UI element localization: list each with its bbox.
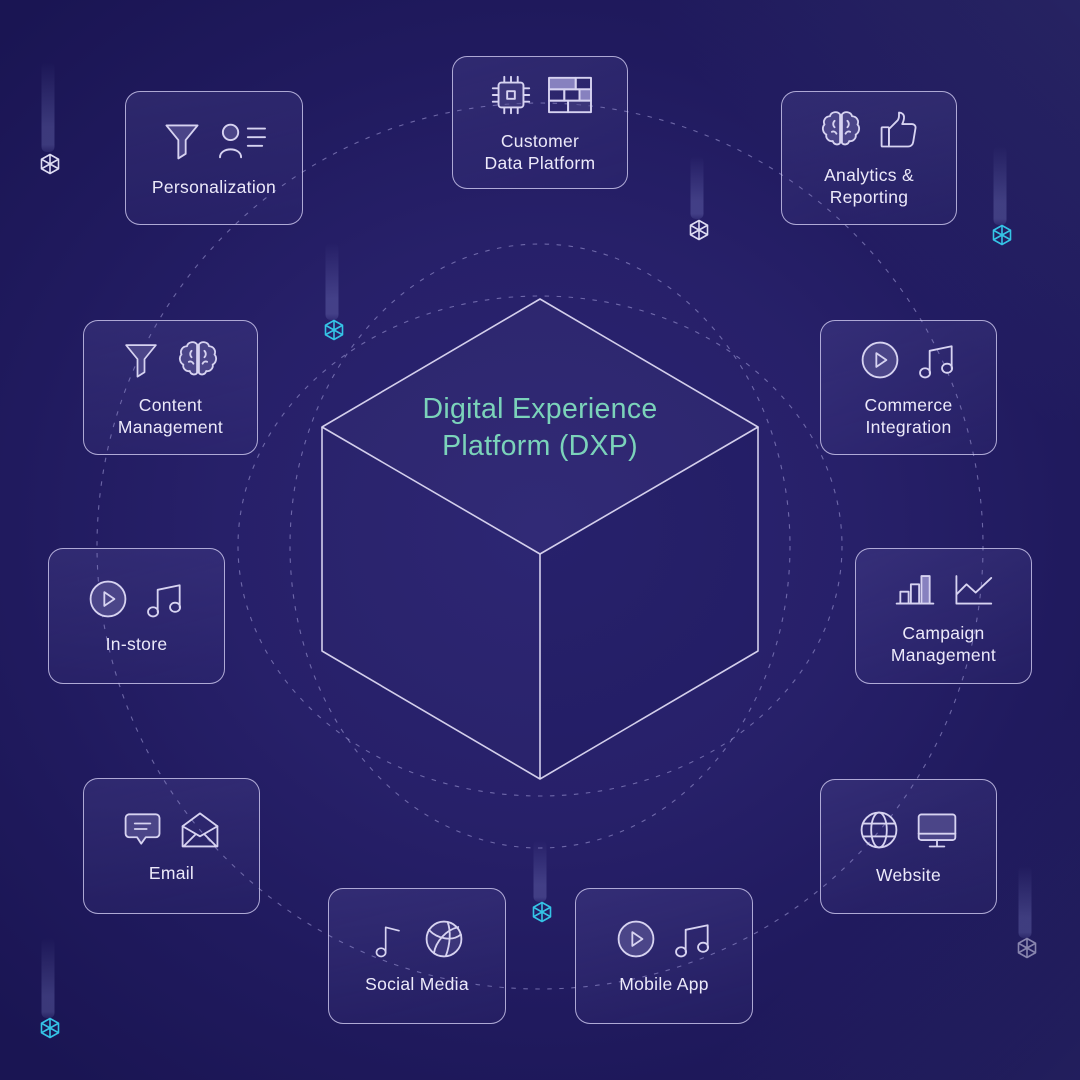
mini-cube-teal-icon — [324, 319, 344, 341]
brain-icon — [178, 340, 218, 375]
icon-row — [86, 577, 187, 621]
card-commerce-integration: Commerce Integration — [820, 320, 997, 455]
icon-row — [893, 566, 994, 610]
icon-row — [857, 808, 960, 852]
open-envelope-icon — [181, 812, 219, 848]
card-label: Social Media — [365, 974, 469, 994]
mini-cube-teal-icon — [532, 901, 552, 923]
icon-row — [488, 72, 593, 118]
icon-row — [858, 338, 959, 382]
cpu-chip-icon — [491, 75, 530, 114]
icon-row — [614, 917, 715, 961]
card-campaign-management: Campaign Management — [855, 548, 1032, 684]
card-label: Personalization — [151, 177, 277, 197]
card-analytics-reporting: Analytics & Reporting — [781, 91, 957, 225]
line-chart-icon — [955, 575, 993, 605]
card-customer-data-platform: Customer Data Platform — [452, 56, 628, 189]
card-email: Email — [83, 778, 260, 914]
music-notes-icon — [919, 344, 954, 378]
bar-chart-icon — [895, 575, 935, 605]
card-in-store: In-store — [48, 548, 225, 684]
play-circle-icon — [89, 580, 127, 618]
icon-row — [160, 118, 269, 164]
card-label: Website — [876, 864, 941, 885]
light-streaks — [41, 62, 1032, 1018]
mini-cube-icon — [40, 153, 60, 175]
thumbs-up-icon — [880, 111, 916, 148]
card-social-media: Social Media — [328, 888, 506, 1024]
card-website: Website — [820, 779, 997, 914]
card-label: Analytics & Reporting — [824, 165, 914, 207]
sphere-icon — [425, 920, 462, 958]
music-notes-icon — [674, 924, 709, 958]
globe-icon — [860, 811, 898, 848]
icon-row — [121, 808, 222, 850]
bricks-layout-icon — [547, 76, 592, 113]
chat-bubble-icon — [124, 813, 161, 845]
mini-cube-icon — [1017, 937, 1037, 959]
central-cube — [321, 298, 759, 780]
card-label: Email — [148, 863, 195, 883]
brain-icon — [821, 111, 860, 146]
card-label: Customer Data Platform — [484, 130, 596, 173]
play-circle-icon — [861, 341, 899, 378]
icon-row — [818, 108, 921, 152]
mini-cube-teal-icon — [40, 1017, 60, 1039]
icon-row — [369, 917, 466, 961]
music-notes-icon — [147, 584, 182, 618]
music-note-icon — [375, 926, 400, 958]
card-personalization: Personalization — [125, 91, 303, 225]
mini-cube-icon — [689, 219, 709, 241]
card-label: Content Management — [117, 394, 224, 437]
card-label: Campaign Management — [890, 623, 997, 665]
funnel-icon — [125, 343, 157, 377]
icon-row — [120, 338, 221, 382]
card-label: Commerce Integration — [864, 394, 953, 437]
card-label: In-store — [105, 634, 168, 654]
funnel-icon — [165, 124, 198, 160]
card-content-management: Content Management — [83, 320, 258, 455]
user-profile-lines-icon — [218, 123, 266, 159]
card-mobile-app: Mobile App — [575, 888, 753, 1024]
card-label: Mobile App — [619, 974, 709, 994]
monitor-icon — [917, 813, 957, 847]
play-circle-icon — [617, 920, 654, 958]
center-title: Digital Experience Platform (DXP) — [422, 393, 658, 462]
mini-cube-teal-icon — [992, 224, 1012, 246]
